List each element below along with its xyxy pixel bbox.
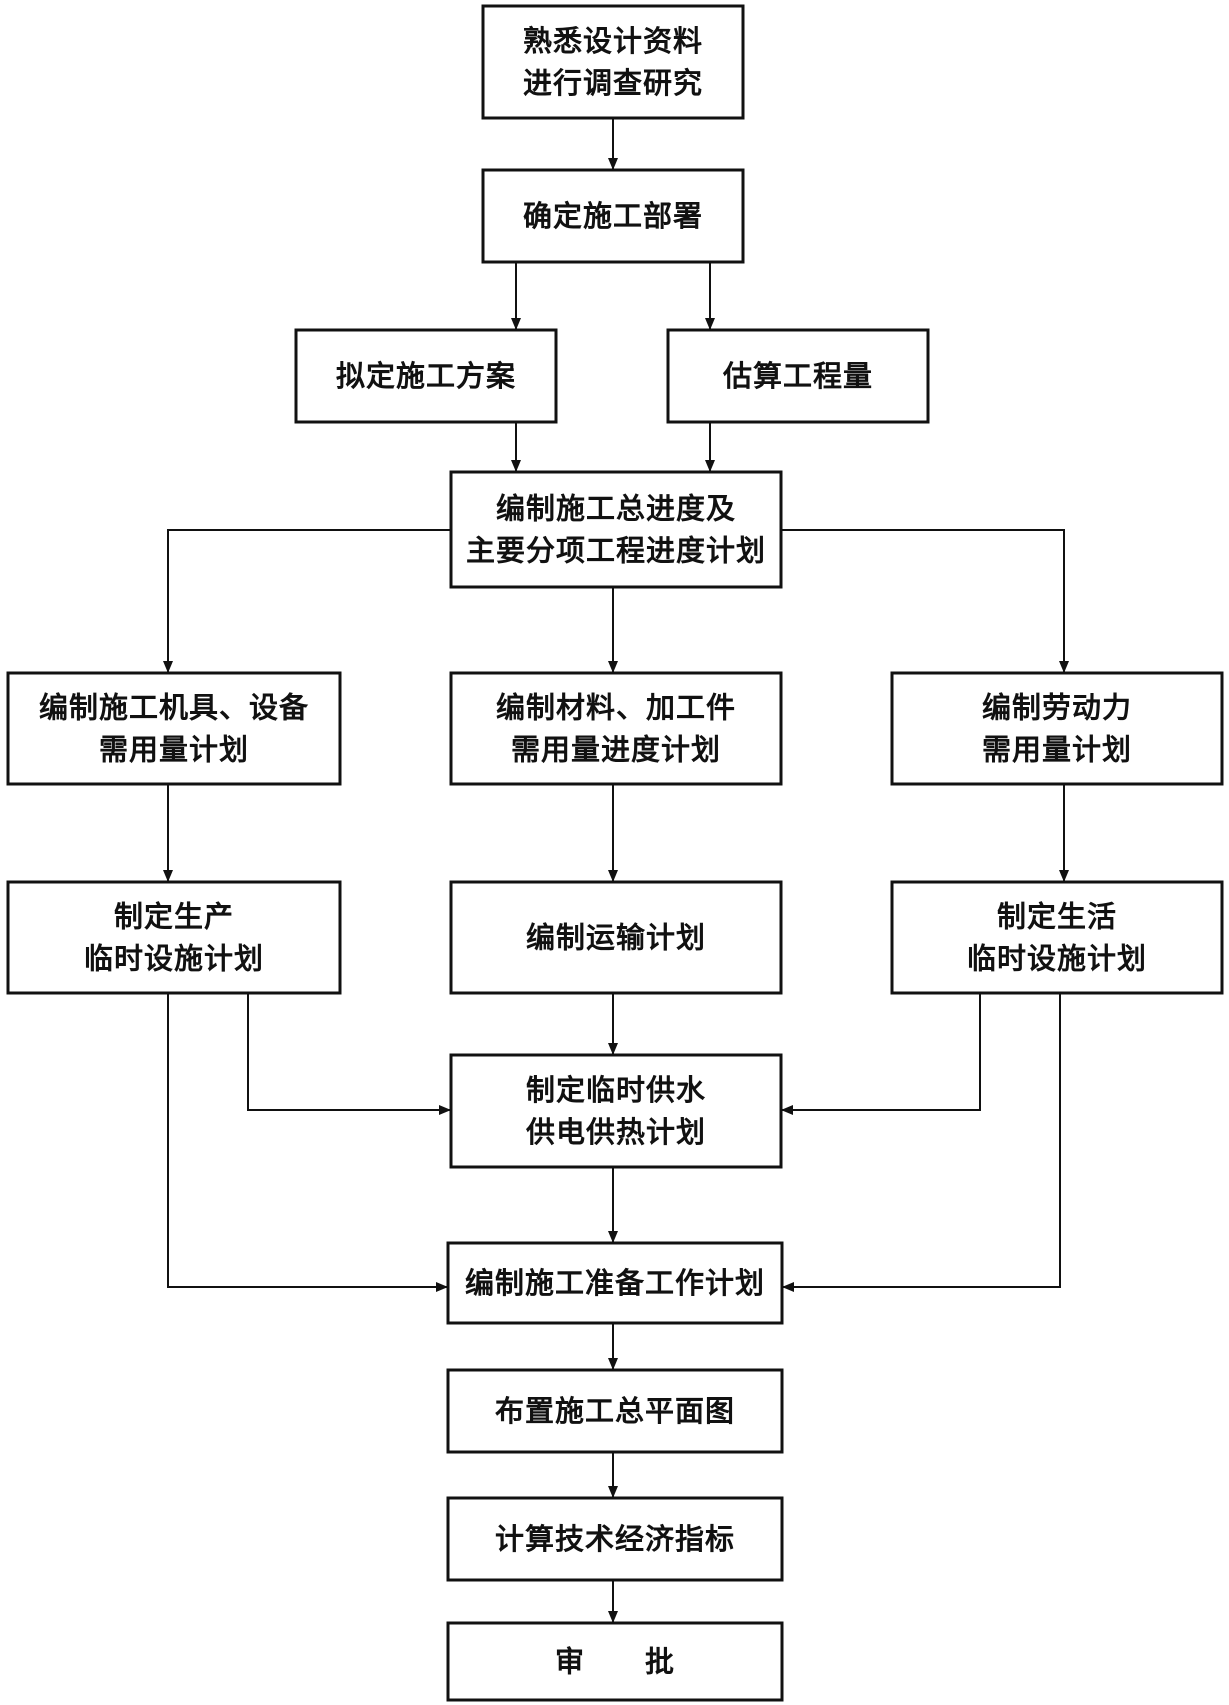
flow-step-label: 编制劳动力 <box>982 691 1132 725</box>
flow-step: 估算工程量 <box>666 328 930 424</box>
flow-step: 布置施工总平面图 <box>446 1368 784 1454</box>
connectors <box>163 118 1069 1623</box>
flow-step-label: 需用量计划 <box>99 733 249 767</box>
flow-step-label: 临时设施计划 <box>967 942 1147 976</box>
flow-step-label: 编制运输计划 <box>526 921 706 955</box>
flow-step-label: 估算工程量 <box>722 359 873 393</box>
flow-step-box <box>666 328 930 424</box>
flow-step-label: 进行调查研究 <box>523 66 703 100</box>
flow-step-box <box>294 328 558 424</box>
flow-steps: 熟悉设计资料进行调查研究确定施工部署拟定施工方案估算工程量编制施工总进度及主要分… <box>6 4 1224 1702</box>
flow-step-label: 计算技术经济指标 <box>495 1522 735 1556</box>
flow-step-label: 临时设施计划 <box>84 942 264 976</box>
flow-step-label: 审 批 <box>555 1645 675 1679</box>
flow-step-label: 编制材料、加工件 <box>496 691 736 725</box>
flow-step-label: 主要分项工程进度计划 <box>466 534 766 568</box>
flow-step-box <box>6 671 342 786</box>
flow-step-label: 制定生活 <box>997 900 1117 934</box>
flow-step-label: 需用量进度计划 <box>511 733 721 767</box>
connector-arrow <box>781 529 1069 673</box>
connector-arrow <box>781 993 981 1115</box>
flow-step: 编制施工准备工作计划 <box>446 1241 784 1325</box>
flow-step-label: 编制施工机具、设备 <box>39 691 309 725</box>
flow-step-label: 编制施工总进度及 <box>496 492 736 526</box>
flow-step-label: 制定生产 <box>114 900 234 934</box>
flow-step-box <box>446 1621 784 1702</box>
flow-step-box <box>449 880 783 995</box>
flow-step: 编制运输计划 <box>449 880 783 995</box>
connector-arrow <box>782 993 1061 1292</box>
connector-arrow <box>167 993 448 1292</box>
flow-step-label: 编制施工准备工作计划 <box>465 1266 765 1300</box>
flow-step: 确定施工部署 <box>481 168 745 264</box>
flow-step-box <box>449 671 783 786</box>
flow-step-box <box>449 470 783 589</box>
flow-step-box <box>481 168 745 264</box>
flow-step-box <box>6 880 342 995</box>
flow-step-label: 拟定施工方案 <box>336 359 516 393</box>
flow-step: 计算技术经济指标 <box>446 1496 784 1582</box>
flow-step: 拟定施工方案 <box>294 328 558 424</box>
flow-step-box <box>890 671 1224 786</box>
flow-step-box <box>481 4 745 120</box>
flow-step: 审 批 <box>446 1621 784 1702</box>
flow-step-label: 需用量计划 <box>982 733 1132 767</box>
connector-arrow <box>247 993 451 1115</box>
flow-step-label: 布置施工总平面图 <box>495 1394 735 1428</box>
flow-step-box <box>446 1368 784 1454</box>
flow-step-box <box>446 1241 784 1325</box>
flow-step-box <box>890 880 1224 995</box>
flow-step-label: 确定施工部署 <box>523 199 703 233</box>
flow-step-box <box>446 1496 784 1582</box>
flow-step-label: 供电供热计划 <box>525 1115 706 1149</box>
flow-step-label: 制定临时供水 <box>526 1073 706 1107</box>
flow-step-label: 熟悉设计资料 <box>523 24 703 58</box>
flow-step-box <box>449 1053 783 1169</box>
connector-arrow <box>163 529 451 673</box>
